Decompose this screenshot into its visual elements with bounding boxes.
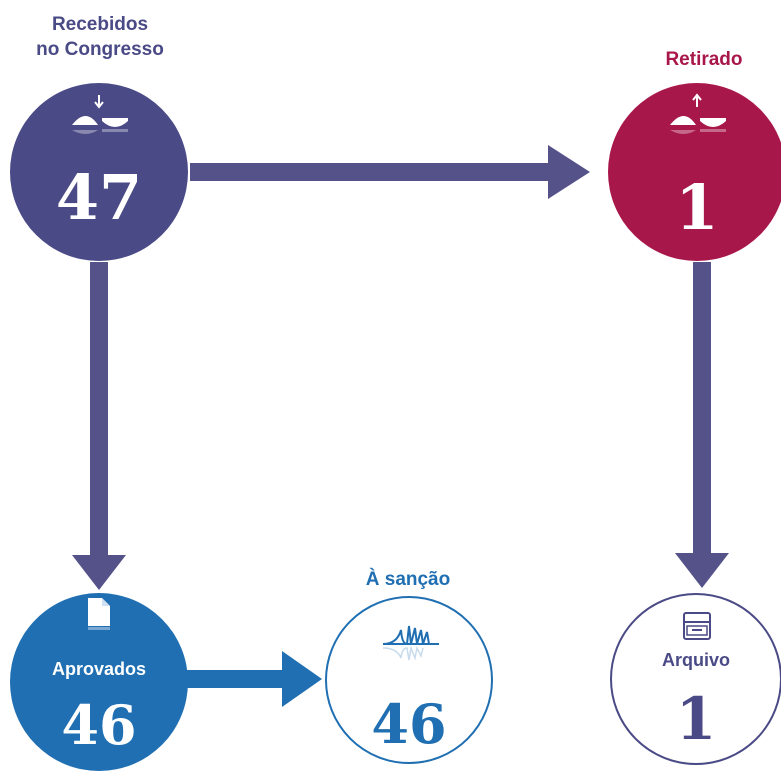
- arrow-recebidos-to-retirado: [190, 145, 590, 199]
- arquivo-count: 1: [675, 685, 717, 753]
- arrow-aprovados-to-sancao: [185, 651, 322, 707]
- arquivo-label: Arquivo: [661, 650, 730, 670]
- recebidos-count: 47: [55, 161, 143, 234]
- recebidos-label-line1: Recebidos: [51, 14, 149, 35]
- retirado-label: Retirado: [665, 49, 743, 70]
- inbox-bowls-down-icon: [72, 95, 128, 134]
- signature-icon: [382, 625, 439, 661]
- recebidos-node: 47: [10, 83, 188, 261]
- document-icon: [88, 598, 110, 630]
- sancao-label: À sanção: [365, 569, 451, 590]
- retirado-count: 1: [675, 171, 719, 244]
- arquivo-node: Arquivo 1: [610, 593, 781, 765]
- aprovados-node: Aprovados 46: [10, 593, 188, 771]
- file-cabinet-icon: [683, 612, 711, 640]
- recebidos-label-line2: no Congresso: [36, 39, 164, 60]
- aprovados-count: 46: [61, 693, 137, 757]
- arrow-recebidos-to-aprovados: [72, 262, 126, 590]
- arrow-retirado-to-arquivo: [675, 262, 729, 588]
- sancao-count: 46: [371, 692, 447, 756]
- recebidos-label: Recebidos no Congresso: [0, 12, 200, 62]
- retirado-node: 1: [608, 83, 781, 261]
- sancao-node: 46: [325, 596, 493, 764]
- aprovados-label: Aprovados: [51, 659, 147, 679]
- inbox-bowls-up-icon: [670, 93, 726, 134]
